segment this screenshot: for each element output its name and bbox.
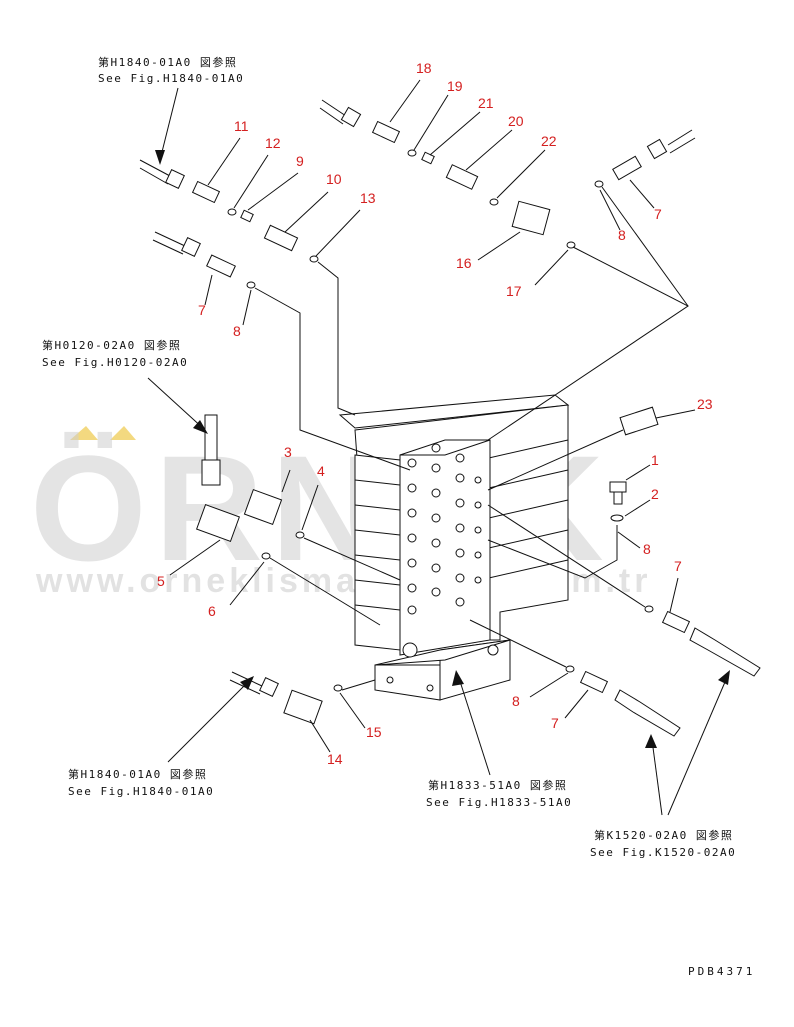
ref-k1520-en: See Fig.K1520-02A0 — [590, 846, 736, 859]
ref-h1840-top-en: See Fig.H1840-01A0 — [98, 72, 244, 85]
reference-labels: 第H1840-01A0 図参照 See Fig.H1840-01A0 第H012… — [42, 55, 736, 859]
part-number: 7 — [551, 715, 559, 731]
part-number: 12 — [265, 135, 281, 151]
part-number: 4 — [317, 463, 325, 479]
part-number: 21 — [478, 95, 494, 111]
ref-h1840-bottom-en: See Fig.H1840-01A0 — [68, 785, 214, 798]
ref-k1520-jp: 第K1520-02A0 図参照 — [594, 828, 733, 842]
reference-arrows — [147, 87, 730, 816]
part-number: 19 — [447, 78, 463, 94]
fittings — [191, 120, 691, 725]
part-number: 9 — [296, 153, 304, 169]
part-numbers: 18 19 21 20 22 11 12 9 10 13 7 8 16 17 7… — [157, 60, 713, 767]
part-number: 16 — [456, 255, 472, 271]
watermark-accent-icon — [70, 426, 98, 440]
routing-lines — [254, 186, 689, 691]
part-number: 7 — [654, 206, 662, 222]
part-number: 23 — [697, 396, 713, 412]
part-number: 18 — [416, 60, 432, 76]
hoses — [139, 99, 761, 737]
drawing-code: PDB4371 — [688, 965, 755, 978]
leader-lines — [169, 79, 696, 753]
ref-h1833-en: See Fig.H1833-51A0 — [426, 796, 572, 809]
part-number: 3 — [284, 444, 292, 460]
part-number: 5 — [157, 573, 165, 589]
part-number: 11 — [234, 118, 249, 134]
ref-h1833-jp: 第H1833-51A0 図参照 — [428, 778, 567, 792]
part-number: 14 — [327, 751, 343, 767]
part-number: 8 — [618, 227, 626, 243]
part-number: 1 — [651, 452, 659, 468]
part-number: 10 — [326, 171, 342, 187]
part-number: 13 — [360, 190, 376, 206]
valve-block — [338, 394, 570, 701]
part-number: 20 — [508, 113, 524, 129]
part-number: 6 — [208, 603, 216, 619]
ref-h1840-top-jp: 第H1840-01A0 図参照 — [98, 55, 237, 69]
part-number: 7 — [674, 558, 682, 574]
ref-h0120-en: See Fig.H0120-02A0 — [42, 356, 188, 369]
ref-h0120-jp: 第H0120-02A0 図参照 — [42, 338, 181, 352]
part-number: 15 — [366, 724, 382, 740]
part-number: 2 — [651, 486, 659, 502]
part-number: 8 — [233, 323, 241, 339]
watermark-accent-icon — [110, 426, 136, 440]
ref-h1840-bottom-jp: 第H1840-01A0 図参照 — [68, 767, 207, 781]
part-number: 8 — [643, 541, 651, 557]
part-number: 22 — [541, 133, 557, 149]
part-number: 7 — [198, 302, 206, 318]
valve-ports — [407, 443, 482, 615]
part-number: 8 — [512, 693, 520, 709]
part-number: 17 — [506, 283, 522, 299]
